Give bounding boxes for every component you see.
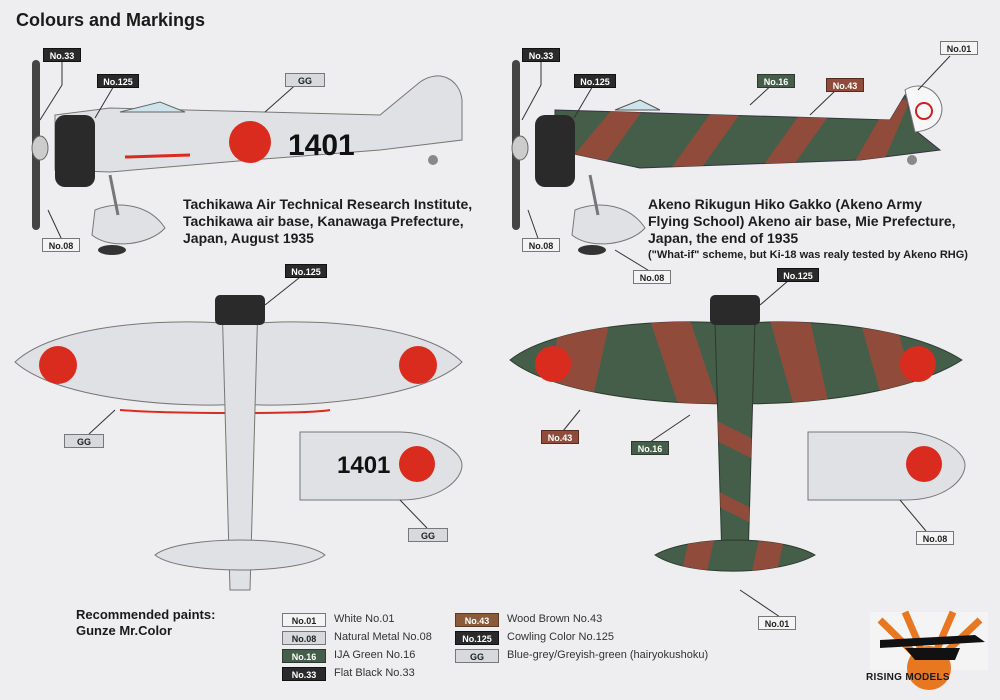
tag-no08: No.08 <box>522 238 560 252</box>
tag-no125: No.125 <box>777 268 819 282</box>
tail-wheel <box>907 155 917 165</box>
paint-name: Cowling Color No.125 <box>507 631 614 643</box>
cowling <box>215 295 265 325</box>
tag-gg: GG <box>285 73 325 87</box>
paint-name: Blue-grey/Greyish-green (hairyokushoku) <box>507 649 709 661</box>
tag-gg: GG <box>64 434 104 448</box>
hinomaru <box>39 346 77 384</box>
wing-number: 1401 <box>337 452 390 479</box>
hinomaru <box>906 446 942 482</box>
caption-right: Akeno Rikugun Hiko Gakko (Akeno Army Fly… <box>648 196 968 264</box>
side-view-left: 1401 <box>31 60 463 255</box>
caption-line: Tachikawa Air Technical Research Institu… <box>183 196 473 212</box>
canopy <box>119 101 186 113</box>
paint-swatch-no08: No.08 <box>282 631 326 645</box>
fuselage <box>554 93 942 169</box>
page-title: Colours and Markings <box>16 10 206 30</box>
canopy <box>614 99 661 111</box>
tag-no01: No.01 <box>758 616 796 630</box>
paint-name: Flat Black No.33 <box>334 667 415 679</box>
paint-swatch-no01: No.01 <box>282 613 326 627</box>
paint-name: White No.01 <box>334 613 395 625</box>
tag-no33: No.33 <box>43 48 81 62</box>
fin-white <box>904 85 943 133</box>
tag-no16: No.16 <box>757 74 795 88</box>
cowling <box>710 295 760 325</box>
paints-title-line: Gunze Mr.Color <box>76 623 173 638</box>
wheel <box>578 245 606 255</box>
gear-strut <box>588 174 600 216</box>
hinomaru <box>900 346 936 382</box>
spinner <box>31 135 49 161</box>
paint-name: Natural Metal No.08 <box>334 631 432 643</box>
tag-no125: No.125 <box>285 264 327 278</box>
caption-line: Flying School) Akeno air base, Mie Prefe… <box>648 213 956 229</box>
tailplane <box>154 539 326 571</box>
wing-detail-right <box>807 431 966 501</box>
tag-no01: No.01 <box>940 41 978 55</box>
paint-swatch-no125: No.125 <box>455 631 499 645</box>
caption-note: ("What-if" scheme, but Ki-18 was realy t… <box>648 249 968 261</box>
spinner <box>511 135 529 161</box>
cowling <box>55 115 95 187</box>
caption-line: Japan, August 1935 <box>183 230 314 246</box>
hinomaru <box>535 346 571 382</box>
brand-name: RISING MODELS <box>866 672 950 683</box>
tag-gg: GG <box>408 528 448 542</box>
side-view-right <box>511 60 943 255</box>
paint-swatch-no33: No.33 <box>282 667 326 681</box>
aircraft-number: 1401 <box>288 129 355 162</box>
paints-title-line: Recommended paints: <box>76 607 216 622</box>
undercarriage-fairing <box>571 204 646 245</box>
tag-no33: No.33 <box>522 48 560 62</box>
plan-view-left <box>14 295 463 591</box>
caption-line: Japan, the end of 1935 <box>648 230 799 246</box>
paints-title: Recommended paints: Gunze Mr.Color <box>76 607 215 639</box>
undercarriage-fairing <box>91 204 166 245</box>
tag-no08: No.08 <box>633 270 671 284</box>
paint-name: Wood Brown No.43 <box>507 613 603 625</box>
hinomaru <box>399 346 437 384</box>
tag-no08: No.08 <box>42 238 80 252</box>
tag-no125: No.125 <box>97 74 139 88</box>
caption-line: Tachikawa air base, Kanawaga Prefecture, <box>183 213 464 229</box>
rising-models-logo <box>870 610 988 690</box>
tag-no43: No.43 <box>826 78 864 92</box>
school-emblem <box>915 102 933 120</box>
hinomaru <box>399 446 435 482</box>
paint-swatch-no43: No.43 <box>455 613 499 627</box>
paint-swatch-gg: GG <box>455 649 499 663</box>
gear-strut <box>108 174 120 216</box>
tag-no125: No.125 <box>574 74 616 88</box>
paint-swatch-no16: No.16 <box>282 649 326 663</box>
paint-name: IJA Green No.16 <box>334 649 416 661</box>
hinomaru <box>229 121 271 163</box>
caption-left: Tachikawa Air Technical Research Institu… <box>183 196 472 247</box>
tag-no43: No.43 <box>541 430 579 444</box>
tailplane <box>654 539 817 572</box>
tag-no16: No.16 <box>631 441 669 455</box>
wheel <box>98 245 126 255</box>
red-stripe <box>124 153 191 159</box>
tail-wheel <box>428 155 438 165</box>
cowling <box>535 115 575 187</box>
wing-detail-left: 1401 <box>299 431 463 501</box>
tag-no08: No.08 <box>916 531 954 545</box>
caption-line: Akeno Rikugun Hiko Gakko (Akeno Army <box>648 196 923 212</box>
